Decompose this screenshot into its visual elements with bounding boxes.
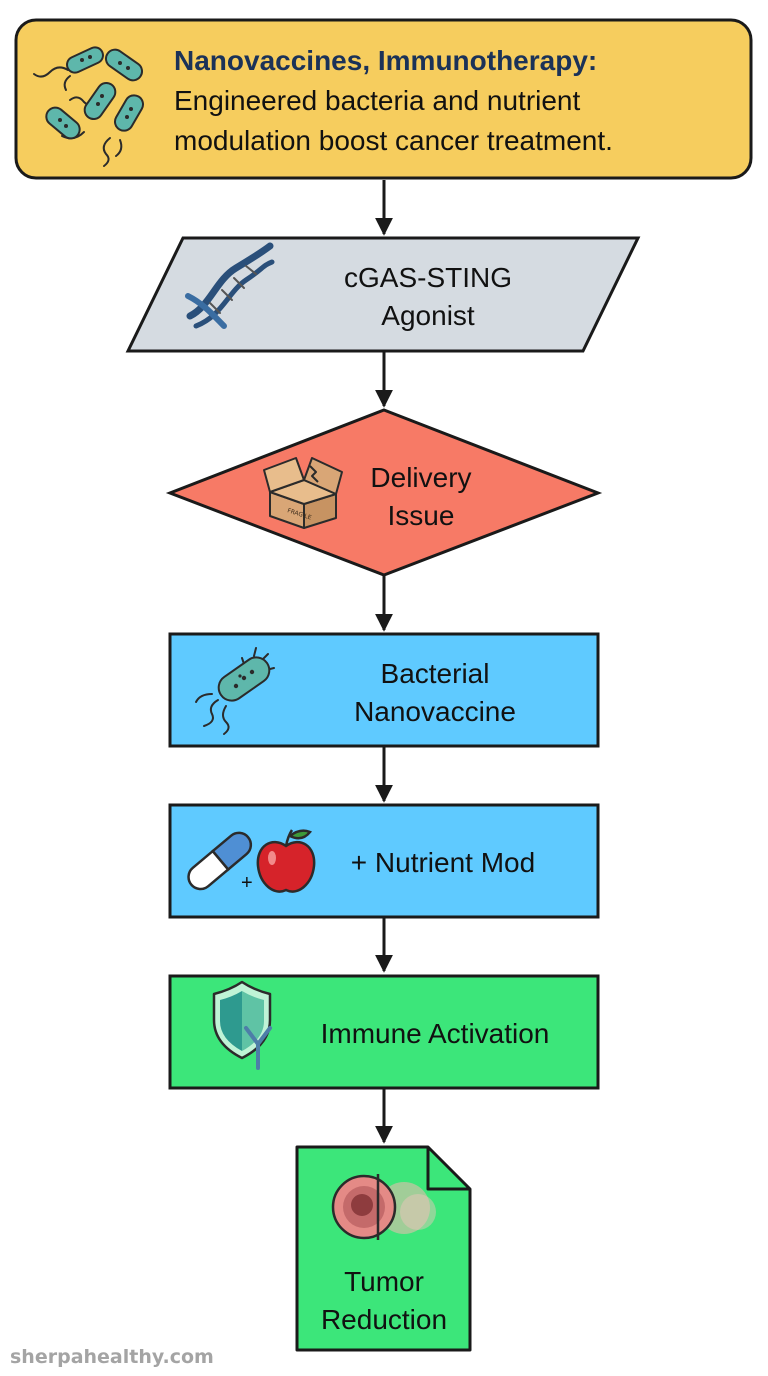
bacteria-cluster-icon <box>33 46 144 167</box>
node-immune: Immune Activation <box>168 974 600 1090</box>
nanovaccine-label-line-2: Nanovaccine <box>354 696 516 727</box>
dna-icon <box>185 242 275 329</box>
agonist-label-line-1: cGAS-STING <box>344 262 512 293</box>
node-nutrient: + + Nutrient Mod <box>168 803 600 919</box>
header-box <box>14 18 753 180</box>
immune-label: Immune Activation <box>321 1018 550 1049</box>
header-node: Nanovaccines, Immunotherapy: Engineered … <box>14 18 753 180</box>
delivery-label-line-1: Delivery <box>370 462 471 493</box>
header-subtitle-line-3: modulation boost cancer treatment. <box>174 125 613 156</box>
shield-antibody-icon <box>212 980 272 1070</box>
fragile-box-icon: FRAGILE <box>263 457 343 529</box>
pill-apple-plus: + <box>241 872 253 894</box>
nutrient-shape <box>168 803 600 919</box>
agonist-label-line-2: Agonist <box>381 300 475 331</box>
pill-apple-icon: + <box>187 829 316 894</box>
tumor-cell-icon <box>331 1174 436 1240</box>
delivery-label-line-2: Issue <box>388 500 455 531</box>
node-nanovaccine: Bacterial Nanovaccine <box>168 632 600 748</box>
header-subtitle-line-2: Engineered bacteria and nutrient <box>174 85 581 116</box>
node-agonist: cGAS-STING Agonist <box>125 236 641 353</box>
bacterium-icon <box>195 647 275 735</box>
tumor-label-line-1: Tumor <box>344 1266 424 1297</box>
agonist-shape <box>125 236 641 353</box>
delivery-shape <box>165 408 603 577</box>
nutrient-label: + Nutrient Mod <box>351 847 535 878</box>
tumor-label-line-2: Reduction <box>321 1304 447 1335</box>
nanovaccine-label-line-1: Bacterial <box>381 658 490 689</box>
node-tumor: Tumor Reduction <box>295 1145 472 1352</box>
watermark: sherpahealthy.com <box>10 1346 214 1368</box>
node-delivery: FRAGILE Delivery Issue <box>165 408 603 577</box>
header-title: Nanovaccines, Immunotherapy: <box>174 45 597 76</box>
tumor-page-fold <box>426 1147 470 1191</box>
